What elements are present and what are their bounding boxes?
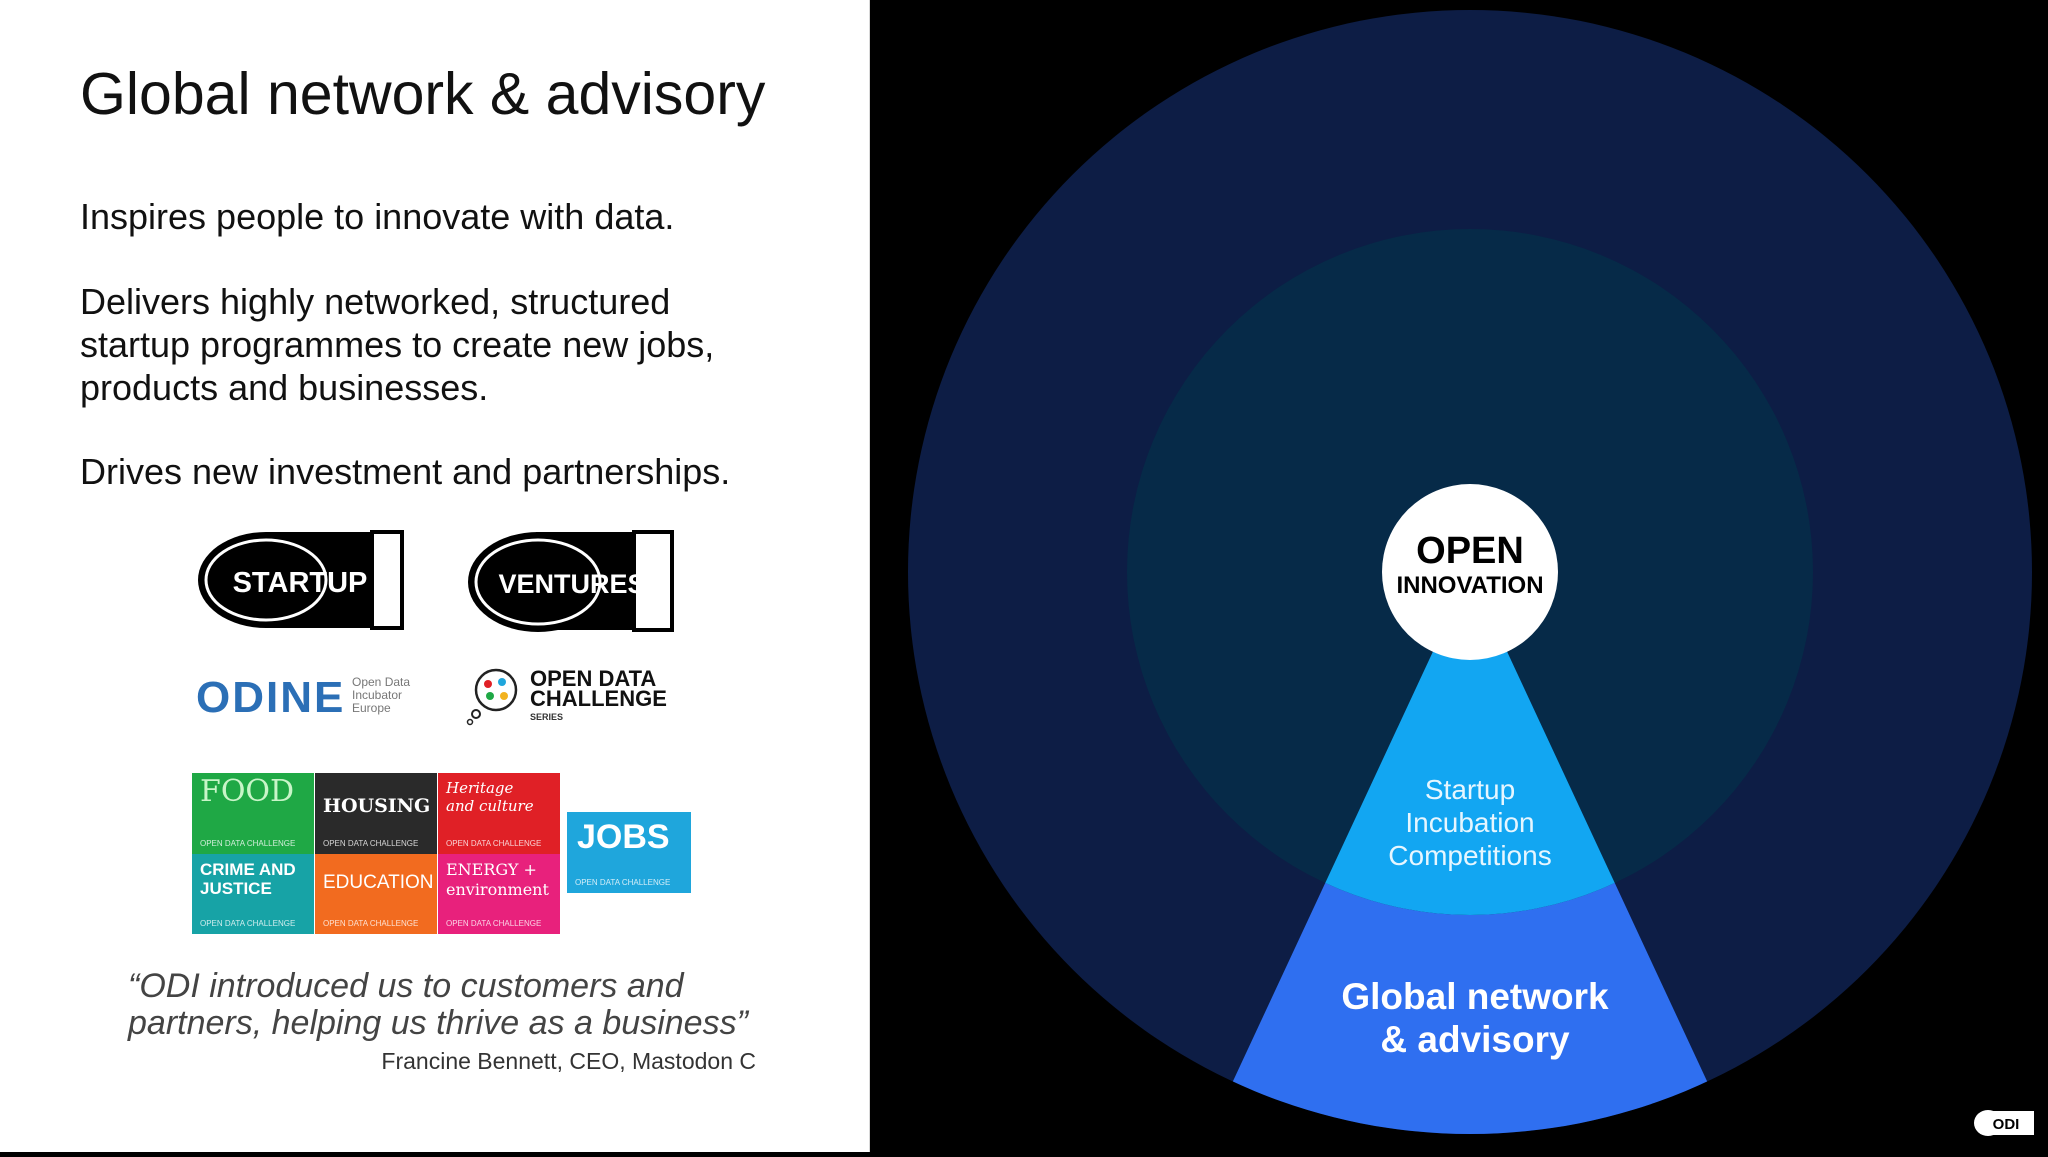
challenge-line1: OPEN DATA	[530, 666, 656, 691]
tile-food: FOOD OPEN DATA CHALLENGE	[192, 773, 314, 854]
tile-jobs: JOBS OPEN DATA CHALLENGE	[567, 812, 691, 893]
middle-wedge-label: Startup Incubation Competitions	[1340, 773, 1600, 872]
tile-jobs-label: JOBS	[577, 818, 670, 856]
tile-crime: CRIME AND JUSTICE OPEN DATA CHALLENGE	[192, 854, 314, 934]
corner-logo-text: ODI	[1993, 1116, 2020, 1133]
outer-label-1: Global network	[1341, 976, 1609, 1017]
ventures-logo-text: VENTURES	[498, 569, 645, 599]
odi-corner-logo: ODI	[1974, 1110, 2034, 1136]
tile-sub: OPEN DATA CHALLENGE	[446, 919, 542, 928]
testimonial-attribution: Francine Bennett, CEO, Mastodon C	[381, 1048, 756, 1074]
odine-sub-1: Open Data	[352, 675, 410, 689]
odine-wordmark: ODINE	[196, 673, 345, 722]
outer-label-2: & advisory	[1380, 1019, 1570, 1060]
tile-heritage: Heritage and culture OPEN DATA CHALLENGE	[438, 773, 560, 854]
tile-food-label: FOOD	[200, 774, 295, 809]
wedge-middle	[1200, 572, 1740, 915]
left-panel: Global network & advisory Inspires peopl…	[0, 0, 870, 1152]
tile-education: EDUCATION OPEN DATA CHALLENGE	[315, 854, 437, 934]
odine-logo: ODINE Open Data Incubator Europe	[196, 673, 410, 722]
outer-wedge-label: Global network & advisory	[1310, 975, 1640, 1061]
center-label: OPEN INNOVATION	[1382, 530, 1558, 600]
paragraph-drives: Drives new investment and partnerships.	[80, 451, 731, 492]
tile-sub: OPEN DATA CHALLENGE	[446, 839, 542, 848]
tile-housing: HOUSING OPEN DATA CHALLENGE	[315, 773, 437, 854]
tile-sub: OPEN DATA CHALLENGE	[575, 878, 671, 887]
tile-housing-label: HOUSING	[323, 795, 431, 817]
diagram-panel: OPEN INNOVATION Startup Incubation Compe…	[870, 0, 2048, 1152]
thought-bubble-icon	[474, 668, 518, 712]
odine-sub-3: Europe	[352, 701, 391, 715]
tile-crime-label: CRIME AND JUSTICE	[200, 860, 296, 898]
concentric-diagram	[908, 10, 2032, 1134]
open-data-challenge-logo: OPEN DATA CHALLENGE SERIES	[466, 666, 667, 726]
center-label-innovation: INNOVATION	[1396, 572, 1544, 599]
startup-logo-text: STARTUP	[233, 567, 368, 599]
tile-sub: OPEN DATA CHALLENGE	[200, 839, 296, 848]
odi-startup-logo: STARTUP	[198, 530, 404, 630]
tile-energy: ENERGY + environment OPEN DATA CHALLENGE	[438, 854, 560, 934]
tile-energy-label: ENERGY + environment	[446, 860, 549, 899]
odine-sub-2: Incubator	[352, 688, 402, 702]
testimonial-quote: “ODI introduced us to customers and part…	[128, 967, 748, 1042]
paragraph-inspires: Inspires people to innovate with data.	[80, 196, 675, 237]
middle-label-2: Incubation	[1405, 807, 1535, 838]
center-circle	[1382, 484, 1558, 660]
middle-label-3: Competitions	[1388, 840, 1552, 871]
tile-sub: OPEN DATA CHALLENGE	[323, 919, 419, 928]
slide-title: Global network & advisory	[80, 61, 766, 127]
center-label-open: OPEN	[1416, 530, 1524, 572]
challenge-line2: CHALLENGE	[530, 686, 667, 711]
odi-ventures-logo: VENTURES	[468, 530, 674, 632]
tile-heritage-label: Heritage and culture	[446, 779, 534, 815]
middle-label-1: Startup	[1424, 774, 1516, 805]
tile-sub: OPEN DATA CHALLENGE	[323, 839, 419, 848]
challenge-series: SERIES	[530, 712, 563, 722]
tile-education-label: EDUCATION	[323, 872, 434, 893]
tile-sub: OPEN DATA CHALLENGE	[200, 919, 296, 928]
paragraph-delivers: Delivers highly networked, structured st…	[80, 281, 715, 408]
